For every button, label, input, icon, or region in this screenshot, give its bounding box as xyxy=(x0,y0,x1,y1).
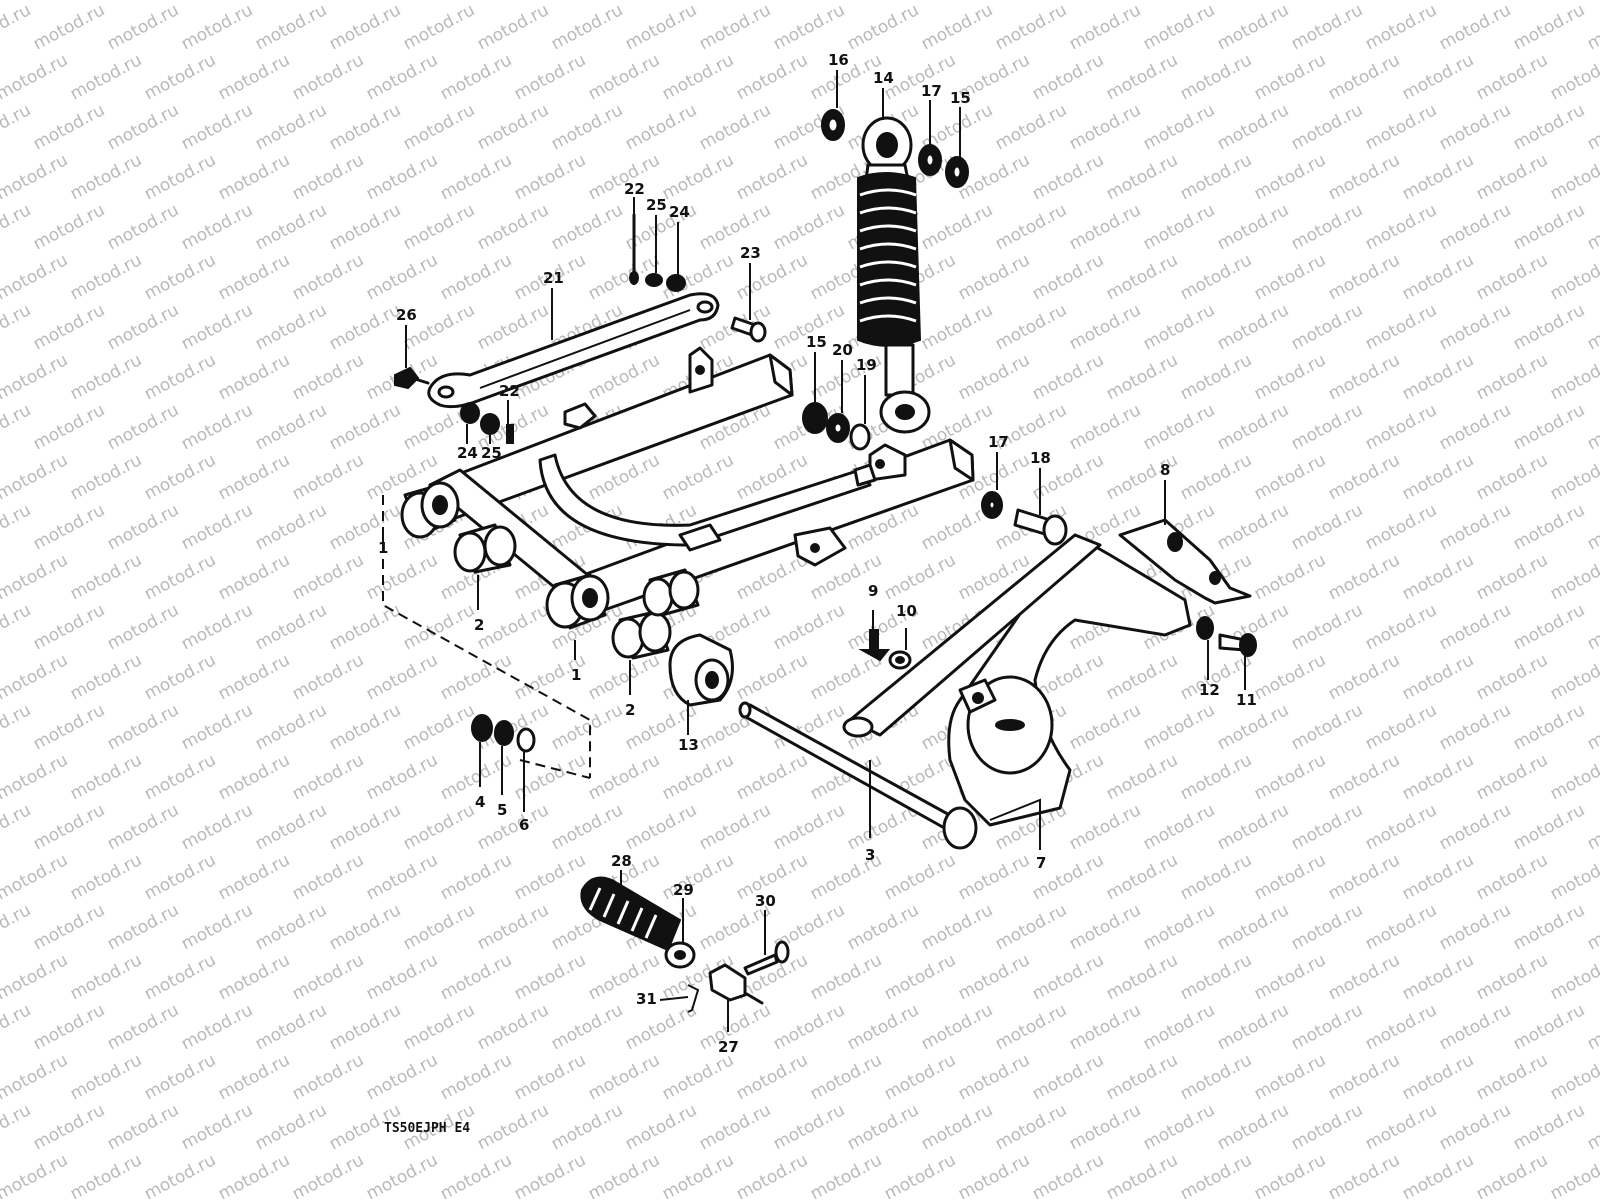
shock-top-washers xyxy=(821,109,969,188)
callout-17-bottom: 17 xyxy=(988,433,1009,451)
callout-24-bottom: 24 xyxy=(457,444,478,462)
pivot-bushing-left xyxy=(400,481,460,539)
side-bracket xyxy=(1118,518,1252,605)
footrest-bracket xyxy=(842,533,1192,827)
callout-12: 12 xyxy=(1199,681,1220,699)
callout-8: 8 xyxy=(1160,461,1170,479)
pivot-nut-washers xyxy=(471,714,536,753)
callout-31: 31 xyxy=(636,990,657,1008)
callout-labels: 1 1 2 2 3 4 5 6 7 8 9 10 11 12 13 14 15 … xyxy=(378,51,1257,1056)
callout-1: 1 xyxy=(571,666,581,684)
bracket-bolt xyxy=(858,629,912,670)
callout-6: 6 xyxy=(519,816,529,834)
shock-bottom-hardware xyxy=(802,402,871,451)
callout-24-top: 24 xyxy=(669,203,690,221)
torque-link-bolt xyxy=(394,366,430,390)
callout-5: 5 xyxy=(497,801,507,819)
pivot-collar-right xyxy=(611,610,672,660)
callout-17-top: 17 xyxy=(921,82,942,100)
footpeg xyxy=(580,876,682,952)
torque-link-rear-bolt xyxy=(730,316,767,343)
callout-26: 26 xyxy=(396,306,417,324)
callout-25-bottom: 25 xyxy=(481,444,502,462)
footpeg-bracket xyxy=(708,963,764,1005)
shock-lower-bolt xyxy=(981,491,1068,546)
leader-lines xyxy=(382,70,1246,1032)
callout-1-bracket: 1 xyxy=(378,539,388,557)
callout-23: 23 xyxy=(740,244,761,262)
callout-4: 4 xyxy=(475,793,485,811)
callout-9: 9 xyxy=(868,582,878,600)
callout-14: 14 xyxy=(873,69,894,87)
rear-shock-absorber xyxy=(857,116,931,434)
callout-3: 3 xyxy=(865,846,875,864)
callout-29: 29 xyxy=(673,881,694,899)
callout-28: 28 xyxy=(611,852,632,870)
callout-20: 20 xyxy=(832,341,853,359)
callout-18: 18 xyxy=(1030,449,1051,467)
callout-25-top: 25 xyxy=(646,196,667,214)
callout-22-bottom: 22 xyxy=(499,382,520,400)
torque-link xyxy=(427,292,720,409)
callout-10: 10 xyxy=(896,602,917,620)
plate-bolt xyxy=(1196,616,1257,657)
upper-nut-set xyxy=(629,213,686,292)
lower-nut-set xyxy=(460,402,514,444)
callout-22-top: 22 xyxy=(624,180,645,198)
chain-buffer xyxy=(668,633,734,707)
pivot-collar-left xyxy=(453,523,517,574)
callout-27: 27 xyxy=(718,1038,739,1056)
pivot-bushing-right xyxy=(545,573,610,630)
callout-19: 19 xyxy=(856,356,877,374)
footpeg-washer xyxy=(664,941,696,969)
callout-16: 16 xyxy=(828,51,849,69)
callout-13: 13 xyxy=(678,736,699,754)
cotter-pin xyxy=(687,984,700,1013)
callout-11: 11 xyxy=(1236,691,1257,709)
diagram-code: TS50EJPH E4 xyxy=(384,1121,470,1136)
pivot-collar-middle xyxy=(642,568,700,617)
pivot-shaft xyxy=(738,701,978,850)
callout-2: 2 xyxy=(474,616,484,634)
callout-15-top: 15 xyxy=(950,89,971,107)
callout-2-right: 2 xyxy=(625,701,635,719)
callout-7: 7 xyxy=(1036,854,1046,872)
footpeg-pin xyxy=(743,940,790,976)
callout-21: 21 xyxy=(543,269,564,287)
callout-15-bottom: 15 xyxy=(806,333,827,351)
callout-30: 30 xyxy=(755,892,776,910)
